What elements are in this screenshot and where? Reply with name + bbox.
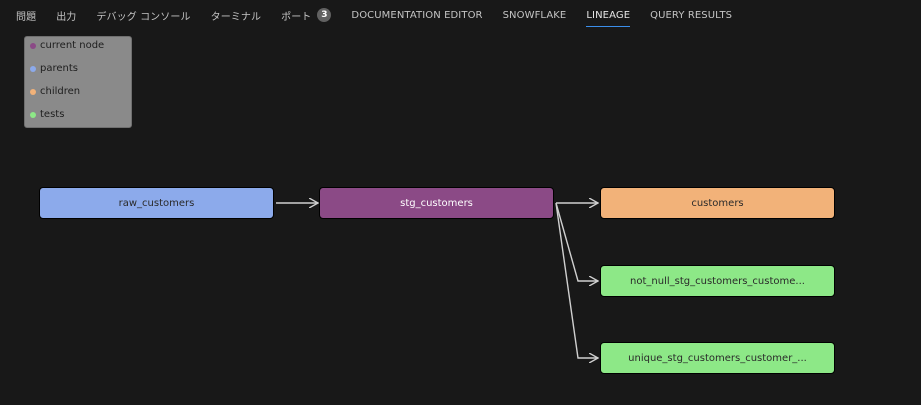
tab-label: DOCUMENTATION EDITOR [351,9,483,21]
ports-count-badge: 3 [317,8,332,22]
legend-item-children[interactable]: children [30,86,80,97]
legend-label: parents [40,63,78,74]
node-label: raw_customers [118,197,195,209]
legend-item-parents[interactable]: parents [30,63,78,74]
legend-label: current node [40,40,105,51]
legend-dot [30,88,36,95]
tab-label: SNOWFLAKE [502,9,567,21]
legend-label: tests [40,109,65,120]
node-child-customers[interactable]: customers [600,187,835,219]
edge-stg-to-not-null-test [555,202,598,281]
node-label: not_null_stg_customers_custome... [630,275,805,287]
tab-terminal[interactable]: ターミナル [211,0,262,30]
tab-output[interactable]: 出力 [56,0,76,30]
lineage-legend: current node parents children tests [24,36,132,128]
node-test-not-null[interactable]: not_null_stg_customers_custome... [600,265,835,297]
tab-ports[interactable]: ポート 3 [281,0,332,30]
legend-label: children [40,86,81,97]
legend-item-tests[interactable]: tests [30,109,64,120]
tab-label: QUERY RESULTS [650,9,733,21]
node-parent-raw-customers[interactable]: raw_customers [39,187,274,219]
tab-documentation-editor[interactable]: DOCUMENTATION EDITOR [351,0,482,30]
legend-item-current-node[interactable]: current node [30,40,104,51]
tab-snowflake[interactable]: SNOWFLAKE [503,0,567,30]
tab-label: ポート [281,11,312,23]
tab-lineage[interactable]: LINEAGE [586,0,630,30]
legend-dot [30,42,36,49]
legend-dot [30,111,36,118]
node-label: stg_customers [400,197,473,209]
tab-query-results[interactable]: QUERY RESULTS [650,0,732,30]
node-test-unique[interactable]: unique_stg_customers_customer_... [600,342,835,374]
tab-label: 出力 [56,11,77,23]
tab-debug-console[interactable]: デバッグ コンソール [96,0,190,30]
tab-label: LINEAGE [586,9,631,21]
panel-tab-bar: 問題 出力 デバッグ コンソール ターミナル ポート 3 DOCUMENTATIO… [0,0,921,30]
node-label: unique_stg_customers_customer_... [628,352,807,364]
tab-label: ターミナル [210,11,262,23]
legend-dot [30,65,36,72]
tab-problems[interactable]: 問題 [16,0,36,30]
edge-stg-to-unique-test [555,202,598,358]
node-current-stg-customers[interactable]: stg_customers [319,187,554,219]
tab-label: 問題 [16,11,37,23]
node-label: customers [691,197,744,209]
tab-label: デバッグ コンソール [96,11,191,23]
